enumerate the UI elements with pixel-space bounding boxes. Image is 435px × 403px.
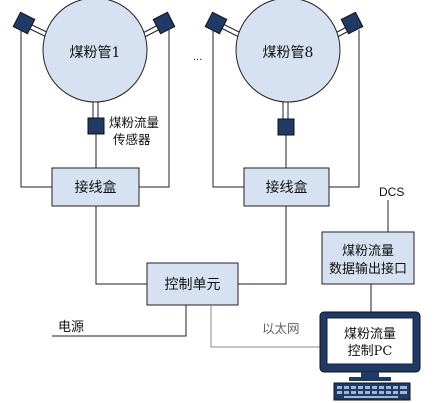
- left-pipe-stem: [92, 102, 99, 118]
- sensor-icon: [152, 11, 176, 35]
- control-unit-label: 控制单元: [165, 277, 221, 293]
- sensor-icon: [204, 11, 228, 35]
- wire-left-junction-to-control: [95, 206, 147, 285]
- coal-pipe-1-label: 煤粉管1: [70, 45, 121, 61]
- junction-box-left: [51, 167, 140, 207]
- junction-box-right: [243, 167, 330, 207]
- power-wire: [52, 305, 187, 337]
- sensor-label-line1: 煤粉流量: [109, 115, 159, 130]
- left-arm-wire-left: [20, 30, 52, 188]
- control-unit: [146, 262, 239, 306]
- junction-box-right-label: 接线盒: [266, 179, 308, 196]
- sensor-icon: [12, 11, 36, 35]
- monitor-icon: [319, 311, 421, 381]
- ellipsis: ...: [193, 51, 202, 63]
- control-pc-line2: 控制PC: [348, 344, 393, 359]
- right-arm-wire-right: [329, 30, 360, 188]
- junction-box-left-label: 接线盒: [75, 179, 117, 196]
- dcs-label: DCS: [379, 185, 404, 199]
- keyboard-icon: [333, 382, 411, 401]
- right-arm-wire-left: [212, 30, 244, 188]
- sensor-label-line2: 传感器: [113, 132, 151, 147]
- coal-pipe-1: [42, 0, 148, 103]
- pipe-group-right: 煤粉管8 接线盒: [204, 0, 364, 207]
- sensor-icon: [277, 118, 295, 136]
- right-pipe-stem: [282, 102, 289, 119]
- data-output-interface: [321, 231, 415, 285]
- data-output-interface-line2: 数据输出接口: [329, 261, 407, 277]
- wire-right-junction-to-control: [238, 206, 287, 285]
- sensor-icon: [87, 117, 105, 135]
- ethernet-label: 以太网: [262, 321, 300, 336]
- coal-pipe-8-label: 煤粉管8: [263, 45, 314, 61]
- sensor-icon: [340, 11, 364, 35]
- control-pc-line1: 煤粉流量: [344, 327, 396, 342]
- ethernet-wire: [210, 305, 320, 348]
- data-output-interface-line1: 煤粉流量: [342, 244, 394, 259]
- left-arm-wire-right: [139, 30, 170, 188]
- power-label: 电源: [58, 320, 84, 335]
- pipe-group-left: 煤粉管1 煤粉流量 传感器 接线盒: [12, 0, 176, 207]
